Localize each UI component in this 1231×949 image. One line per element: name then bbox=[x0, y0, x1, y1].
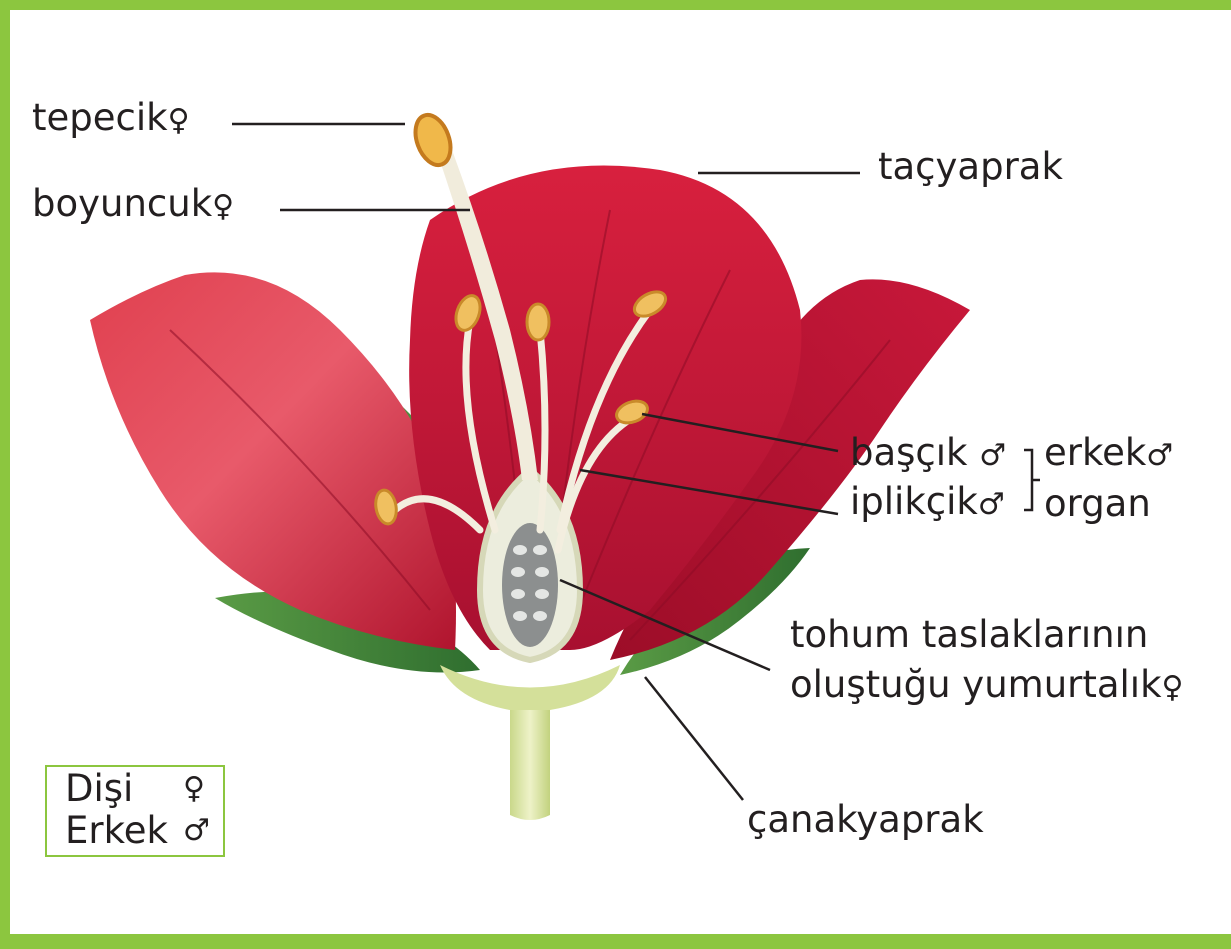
label-anther: başçık ♂ bbox=[850, 431, 1006, 478]
label-male-organ-text: erkek bbox=[1044, 431, 1146, 474]
diagram-frame: tepecik♀ boyuncuk♀ taçyaprak başçık ♂ ip… bbox=[10, 10, 1231, 934]
male-symbol: ♂ bbox=[979, 438, 1006, 473]
legend-male: Erkek♂ bbox=[65, 809, 168, 853]
female-symbol: ♀ bbox=[212, 189, 234, 224]
label-petal: taçyaprak bbox=[878, 145, 1063, 189]
label-sepal: çanakyaprak bbox=[747, 798, 984, 842]
ovule-cluster bbox=[502, 523, 558, 647]
label-ovary-text: oluştuğu yumurtalık bbox=[790, 663, 1162, 706]
legend-female-label: Dişi bbox=[65, 767, 133, 810]
petal-left bbox=[90, 272, 456, 650]
label-ovary-line2: oluştuğu yumurtalık♀ bbox=[790, 663, 1184, 710]
female-symbol: ♀ bbox=[1162, 670, 1184, 705]
stem bbox=[510, 700, 550, 820]
legend-box: Dişi♀ Erkek♂ bbox=[45, 765, 225, 857]
male-symbol: ♂ bbox=[1146, 438, 1173, 473]
label-stigma: tepecik♀ bbox=[32, 96, 190, 143]
legend-female: Dişi♀ bbox=[65, 767, 133, 811]
female-symbol: ♀ bbox=[183, 767, 205, 811]
label-stigma-text: tepecik bbox=[32, 96, 168, 139]
male-organ-bracket bbox=[1024, 450, 1032, 510]
label-anther-text: başçık bbox=[850, 431, 968, 474]
male-symbol: ♂ bbox=[978, 487, 1005, 522]
label-filament: iplikçik♂ bbox=[850, 480, 1005, 527]
label-filament-text: iplikçik bbox=[850, 480, 978, 523]
male-symbol: ♂ bbox=[183, 809, 210, 853]
receptacle bbox=[440, 665, 620, 710]
label-male-organ-line2: organ bbox=[1044, 482, 1151, 526]
leader-sepal bbox=[645, 677, 743, 800]
label-style: boyuncuk♀ bbox=[32, 182, 234, 229]
label-ovary-line1: tohum taslaklarının bbox=[790, 613, 1148, 657]
female-symbol: ♀ bbox=[168, 103, 190, 138]
label-style-text: boyuncuk bbox=[32, 182, 212, 225]
legend-male-label: Erkek bbox=[65, 809, 168, 852]
label-male-organ-line1: erkek♂ bbox=[1044, 431, 1173, 478]
